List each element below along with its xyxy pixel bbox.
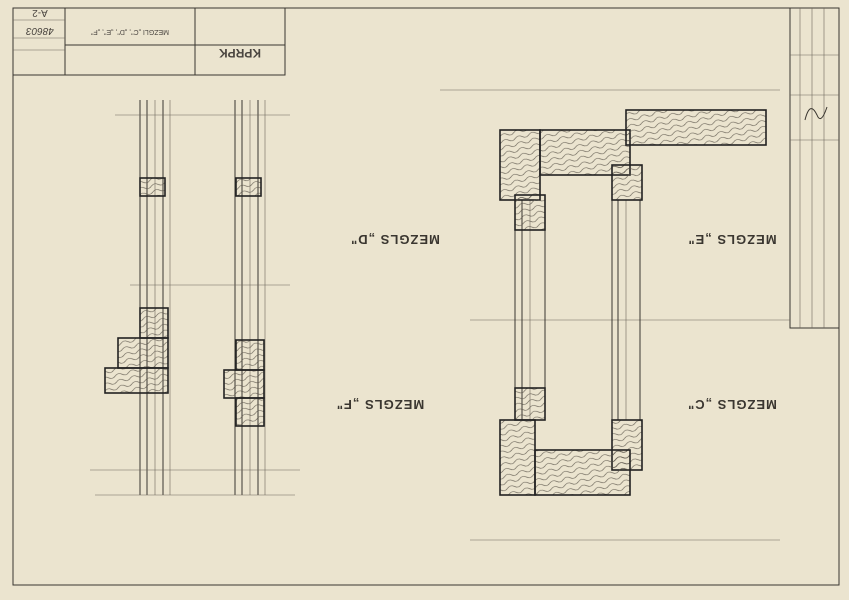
- detail-c-e-drawing: [440, 89, 790, 541]
- label-detail-c: MEZGLS „C": [687, 397, 777, 412]
- revision-strip: [789, 7, 840, 329]
- title-block: [12, 7, 286, 76]
- label-detail-f: MEZGLS „F": [336, 397, 424, 412]
- sheet-number: A-2: [32, 7, 48, 18]
- archive-number: 48603: [26, 25, 54, 36]
- object-code: KPRPK: [219, 46, 261, 60]
- label-detail-e: MEZGLS „E": [687, 232, 776, 247]
- detail-d-f-drawing: [90, 100, 300, 496]
- sheet-border: [12, 7, 840, 586]
- label-detail-d: MEZGLS „D": [350, 232, 440, 247]
- sheet-title: MEZGLI „C", „D", „E", „F": [90, 28, 169, 35]
